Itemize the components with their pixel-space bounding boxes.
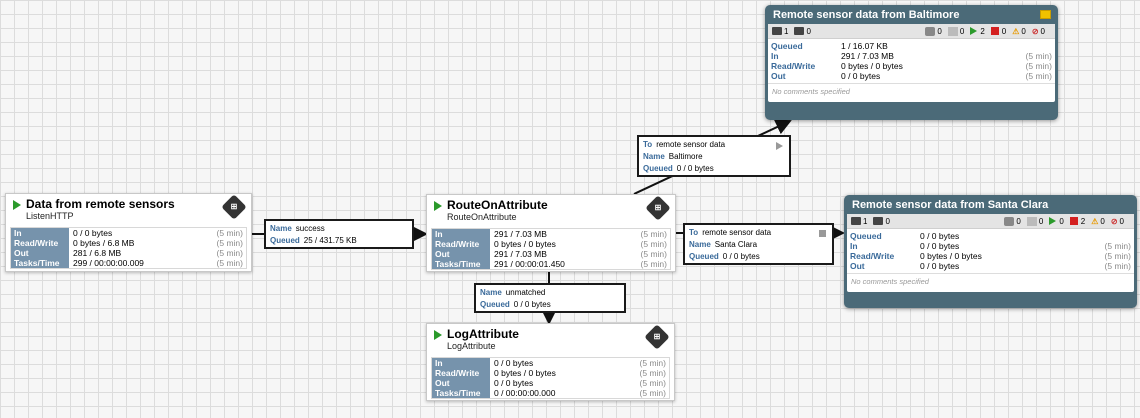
processor-badge-icon: ⊞ [644,324,670,350]
disabled-icon: ⊘ [1031,26,1039,36]
stop-icon [819,230,826,237]
output-port-icon [873,217,884,225]
envelope-icon [1040,10,1051,19]
running-icon [1049,217,1057,225]
running-icon [434,330,442,340]
transmitting-icon [1004,216,1015,226]
processor-header: Data from remote sensors ListenHTTP ⊞ [6,194,251,227]
not-transmitting-icon [947,26,958,36]
rpg-comments: No comments specified [768,83,1055,102]
rpg-title: Remote sensor data from Santa Clara [852,199,1049,211]
processor-type: ListenHTTP [26,211,74,221]
input-port-icon [772,27,782,35]
remote-process-group-santaclara[interactable]: Remote sensor data from Santa Clara 1 0 … [844,195,1137,308]
rpg-title: Remote sensor data from Baltimore [768,8,1055,24]
processor-badge-icon: ⊞ [221,194,247,220]
disabled-icon: ⊘ [1110,216,1118,226]
processor-type: LogAttribute [447,341,496,351]
processor-name: RouteOnAttribute [447,198,548,212]
not-transmitting-icon [1026,216,1037,226]
running-icon [970,27,978,35]
rpg-comments: No comments specified [847,273,1134,292]
processor-type: RouteOnAttribute [447,212,517,222]
stopped-icon [1069,217,1078,225]
warning-icon: ⚠ [1012,26,1020,36]
processor-badge-icon: ⊞ [645,195,671,221]
processor-header: RouteOnAttribute RouteOnAttribute ⊞ [427,195,675,228]
processor-header: LogAttribute LogAttribute ⊞ [427,324,674,357]
remote-process-group-baltimore[interactable]: Remote sensor data from Baltimore 1 0 0 … [765,5,1058,120]
processor-name: Data from remote sensors [26,197,175,211]
stopped-icon [990,27,999,35]
processor-name: LogAttribute [447,327,519,341]
transmitting-icon [925,26,936,36]
running-icon [434,201,442,211]
output-port-icon [794,27,805,35]
rpg-status-bar: 1 0 0 0 2 0 ⚠0 ⊘0 [768,24,1055,39]
warning-icon: ⚠ [1091,216,1099,226]
processor-listenhttp[interactable]: Data from remote sensors ListenHTTP ⊞ In… [5,193,252,272]
running-icon [13,200,21,210]
rpg-status-bar: 1 0 0 0 0 2 ⚠0 ⊘0 [847,214,1134,229]
play-icon [776,142,783,150]
input-port-icon [851,217,861,225]
